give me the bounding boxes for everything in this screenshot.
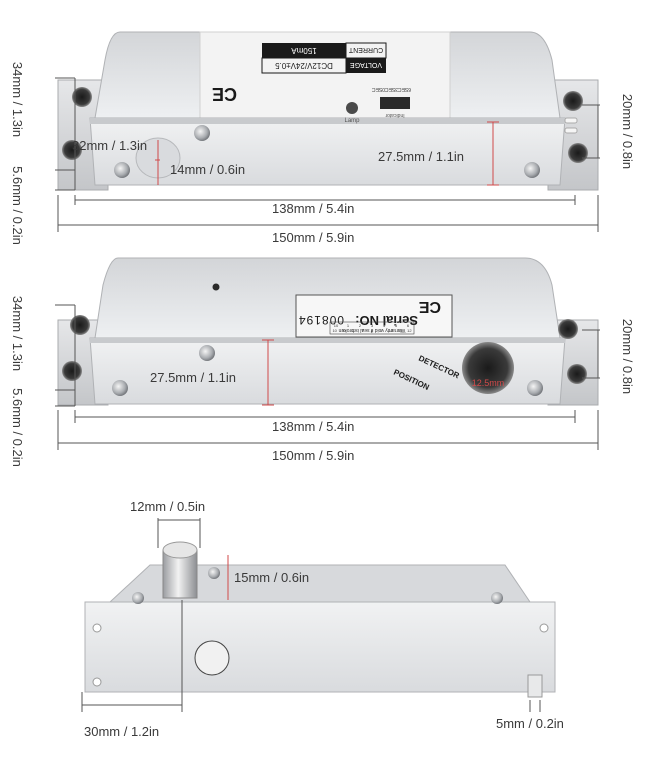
current-value: 150mA bbox=[291, 46, 317, 55]
serial-grid-cell: 7 bbox=[362, 328, 365, 333]
serial-grid-cell: 3 bbox=[371, 323, 374, 328]
view-1-label-text: 150mA CURRENT DC12V/24V±0.5 VOLTAGE CE L… bbox=[212, 42, 411, 124]
v1-inner-length: 138mm / 5.4in bbox=[272, 201, 355, 216]
serial-grid-cell: 12 bbox=[351, 328, 356, 333]
serial-grid-cell: 9 bbox=[380, 328, 383, 333]
serial-grid-cell: 6 bbox=[407, 323, 410, 328]
serial-grid-cell: 12 bbox=[407, 328, 412, 333]
ce-mark-2: CE bbox=[418, 298, 441, 315]
warranty-text: Warranty void if seal is broken bbox=[338, 327, 405, 333]
view-1-top-lock bbox=[57, 31, 599, 191]
v3-bolt-dia: 12mm / 0.5in bbox=[130, 499, 206, 514]
v3-plate-thickness: 5mm / 0.2in bbox=[496, 716, 564, 731]
serial-number: 008194 bbox=[298, 313, 344, 327]
v1-total-length: 150mm / 5.9in bbox=[272, 230, 355, 245]
hole-mark: 12.5mm bbox=[472, 378, 505, 388]
serial-label: Serial NO: bbox=[355, 313, 418, 328]
ce-mark-1: CE bbox=[212, 84, 237, 104]
v3-bolt-position: 30mm / 1.2in bbox=[84, 724, 160, 739]
serial-grid-cell: 11 bbox=[398, 328, 403, 333]
serial-grid-cell: 10 bbox=[388, 328, 393, 333]
serial-grid-cell: 5 bbox=[395, 323, 398, 328]
serial-grid-cell: 10 bbox=[332, 328, 337, 333]
v1-hole-dia: 32mm / 1.3in bbox=[72, 138, 148, 153]
voltage-value: DC12V/24V±0.5 bbox=[275, 61, 333, 70]
view-3-front-lock bbox=[84, 541, 556, 698]
v2-base-left: 5.6mm / 0.2in bbox=[9, 388, 25, 467]
serial-grid-cell: 11 bbox=[342, 328, 347, 333]
red-dimension-lines bbox=[155, 121, 499, 600]
serial-grid-cell: 10 bbox=[334, 323, 339, 328]
serial-grid-cell: 8 bbox=[371, 328, 374, 333]
v1-hole-spacing-right: 20mm / 0.8in bbox=[620, 93, 636, 170]
switch-mark-2: 6SEC bbox=[398, 86, 411, 92]
lamp-label: Lamp bbox=[344, 118, 360, 124]
v2-inner-length: 138mm / 5.4in bbox=[272, 419, 355, 434]
v2-total-length: 150mm / 5.9in bbox=[272, 448, 355, 463]
indicator-label: Indicator bbox=[385, 112, 405, 118]
switch-mark-0: 0SEC bbox=[372, 86, 385, 92]
voltage-label: VOLTAGE bbox=[350, 61, 382, 68]
v2-body-depth: 27.5mm / 1.1in bbox=[150, 370, 236, 385]
dimension-lines bbox=[55, 77, 600, 712]
v1-pin-offset: 14mm / 0.6in bbox=[170, 162, 246, 177]
view-2-bottom-lock bbox=[57, 257, 599, 406]
v1-base-left: 5.6mm / 0.2in bbox=[9, 166, 25, 245]
v2-height-left: 34mm / 1.3in bbox=[10, 295, 26, 372]
serial-grid-cell: 4 bbox=[383, 323, 386, 328]
v3-bolt-height: 15mm / 0.6in bbox=[234, 570, 310, 585]
serial-grid-cell: 2 bbox=[359, 323, 362, 328]
v2-hole-spacing-right: 20mm / 0.8in bbox=[620, 318, 636, 395]
serial-grid-cell: 1 bbox=[347, 323, 350, 328]
current-label: CURRENT bbox=[348, 46, 383, 53]
switch-mark-1: 3SEC bbox=[385, 86, 398, 92]
v1-height-left: 34mm / 1.3in bbox=[10, 61, 26, 138]
v1-body-depth: 27.5mm / 1.1in bbox=[378, 149, 464, 164]
